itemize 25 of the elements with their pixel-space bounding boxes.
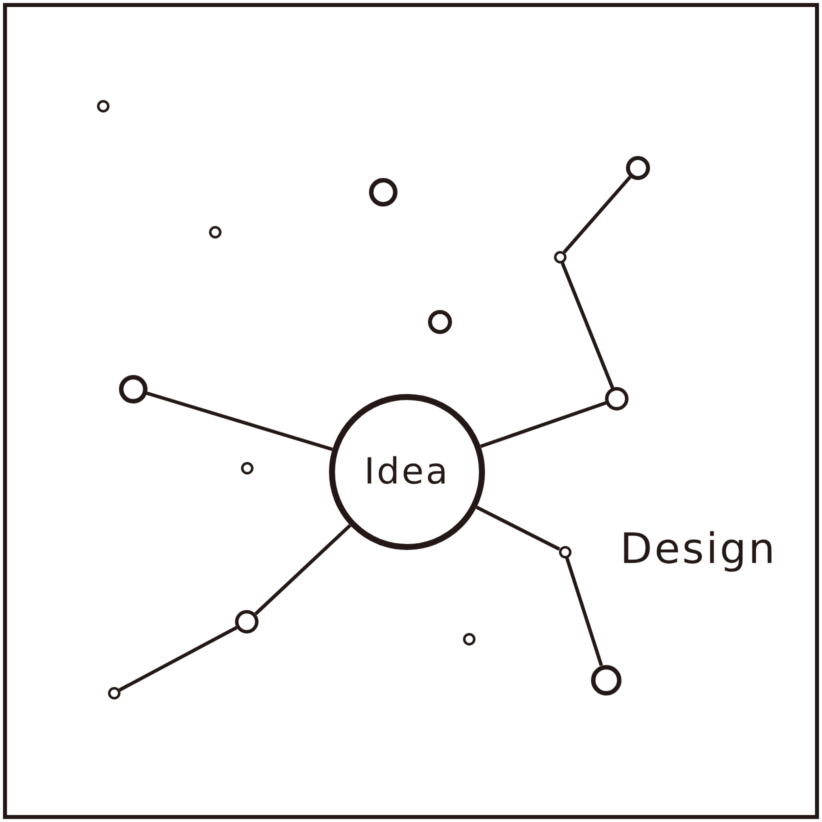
node-circle (626, 156, 650, 180)
connector-line (562, 176, 632, 254)
connector-line (560, 262, 614, 389)
connector-line (118, 626, 238, 692)
node-circle (208, 226, 222, 238)
node-label: Idea (363, 452, 451, 492)
node-circle (462, 632, 476, 646)
connector-line (480, 401, 606, 448)
connector-line (476, 506, 560, 551)
connector-line (146, 391, 333, 452)
text-label: Design (620, 524, 778, 573)
node-circle (368, 178, 398, 206)
node-circle (108, 686, 120, 700)
connector-line (254, 524, 352, 616)
idea-circle (329, 394, 485, 550)
node-circle (96, 100, 110, 112)
connector-line (565, 557, 604, 666)
node-circle (558, 546, 572, 558)
node-circle (554, 250, 566, 264)
node-circle (240, 462, 254, 474)
node-circle (605, 387, 629, 411)
node-circle (590, 664, 622, 696)
node-circle (118, 374, 148, 404)
node-circle (428, 310, 452, 334)
node-circle (235, 610, 259, 634)
